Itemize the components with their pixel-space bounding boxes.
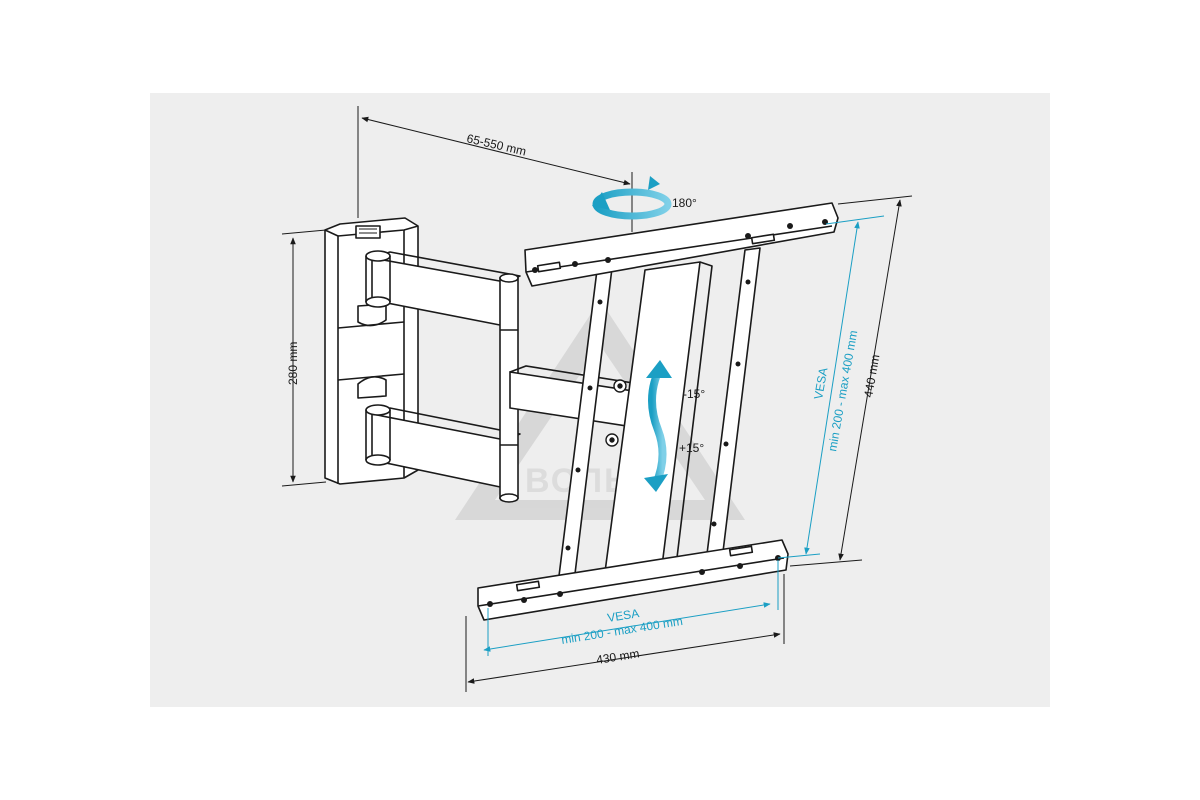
dim-wall-plate: [281, 229, 327, 487]
dim-extension: [357, 106, 633, 232]
tilt-down-label: +15°: [679, 441, 704, 455]
dim-vesa-vertical: [777, 215, 885, 559]
tilt-arrow-icon: [644, 360, 672, 492]
tilt-up-label: -15°: [683, 387, 705, 401]
tilt-knobs: [605, 379, 627, 447]
rotation-label: 180°: [672, 196, 697, 210]
dim-bracket-width-label: 430 mm: [595, 646, 640, 667]
rotate-arrow-icon: [592, 176, 672, 220]
vesa-horizontal-label: VESA: [606, 606, 640, 625]
vesa-vertical-label: VESA: [811, 367, 830, 401]
dim-bracket-width: [465, 574, 785, 692]
dim-wall-plate-label: 280 mm: [286, 342, 300, 385]
